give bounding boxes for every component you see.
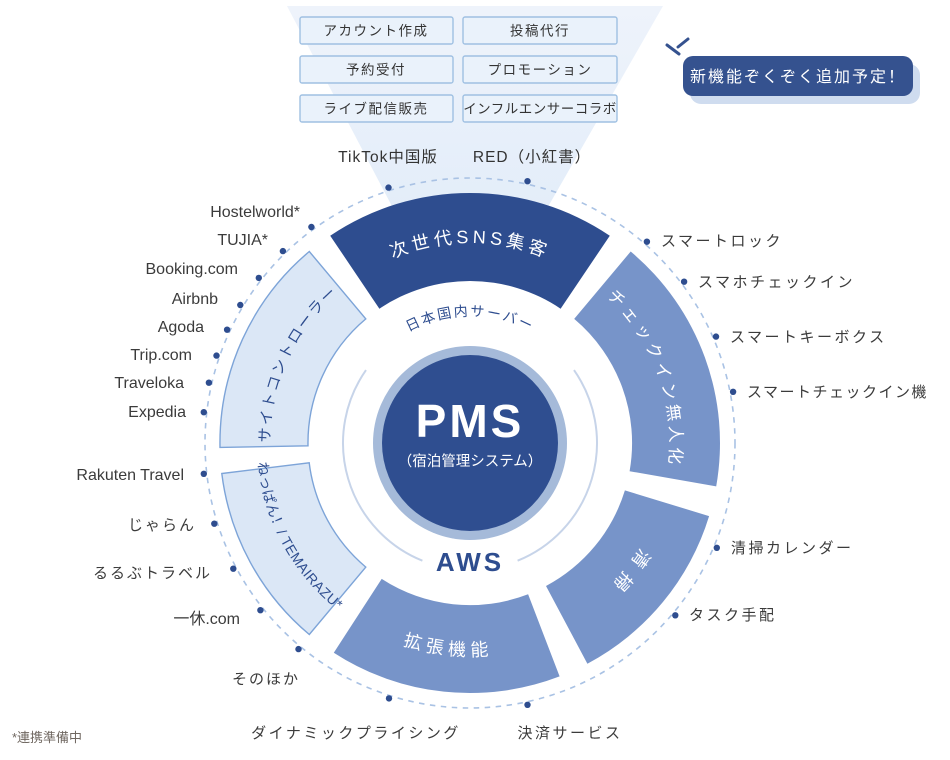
connector-dot (295, 645, 302, 653)
ota-label: 一休.com (173, 610, 240, 628)
segment-extensions (333, 578, 560, 694)
feature-label: スマホチェックイン (698, 274, 855, 291)
feature-label: スマートロック (661, 233, 783, 250)
badge-background (683, 56, 913, 96)
connector-dot (230, 565, 237, 572)
connector-dot (729, 388, 737, 395)
menu-box (462, 16, 618, 45)
feature-label: ダイナミックプライシング (251, 725, 461, 742)
server-ring-left-arc (342, 369, 423, 562)
connector-dots (200, 178, 737, 708)
segment-checkin (574, 251, 720, 487)
connector-dot (712, 333, 720, 340)
connector-dot (213, 352, 220, 359)
segment-cleaning (546, 490, 710, 664)
ota-label: Booking.com (146, 261, 239, 278)
ota-label: Airbnb (172, 291, 218, 308)
ota-label: Trip.com (130, 347, 192, 364)
segment-ring: 次世代SNS集客 チェックイン無人化 清掃 拡張機能 ねっぱん！/ TEMAIR… (219, 192, 720, 694)
segment-neppan (221, 462, 367, 636)
feature-labels-cleaning: 清掃カレンダー タスク手配 (689, 539, 854, 624)
ota-label: Hostelworld* (210, 204, 300, 221)
connector-dot (524, 178, 531, 185)
menu-item-account: アカウント作成 (324, 24, 429, 39)
connector-dot (205, 379, 213, 386)
segment-site-controller (219, 250, 367, 449)
menu-box (299, 55, 454, 84)
connector-dot (308, 223, 315, 231)
connector-dot (255, 274, 262, 282)
ota-labels-neppan: Rakuten Travel じゃらん るるぶトラベル 一休.com そのほか (76, 467, 300, 688)
menu-box (299, 94, 454, 123)
connector-dot (680, 278, 688, 285)
ota-labels-site-controller: Hostelworld* TUJIA* Booking.com Airbnb A… (114, 204, 300, 421)
badge-label: 新機能ぞくぞく追加予定！ (690, 68, 906, 86)
ota-label: そのほか (232, 671, 300, 688)
ota-label: Rakuten Travel (76, 467, 184, 484)
connector-dot (200, 470, 207, 477)
ota-label: Agoda (158, 319, 204, 336)
feature-labels-extensions: ダイナミックプライシング 決済サービス (251, 725, 622, 742)
menu-item-promotion: プロモーション (488, 63, 593, 78)
server-ring-right-arc (517, 369, 598, 562)
ota-label: TUJIA* (217, 232, 268, 249)
connector-dot (385, 695, 393, 702)
menu-box (462, 94, 618, 123)
connector-dot (211, 520, 218, 527)
spark-icon (665, 37, 690, 56)
dashed-circle (204, 177, 736, 709)
menu-item-posting: 投稿代行 (510, 24, 570, 39)
segment-sns (330, 192, 610, 309)
ota-label: じゃらん (128, 517, 196, 534)
menu-box (462, 55, 618, 84)
feature-label: 清掃カレンダー (731, 539, 854, 557)
feature-label: スマートチェックイン機 (747, 384, 928, 401)
connector-dot (200, 409, 207, 416)
connector-dot (257, 607, 264, 614)
feature-label: タスク手配 (689, 607, 777, 624)
ota-label: Expedia (128, 404, 186, 421)
menu-item-influencer: インフルエンサーコラボ (463, 102, 617, 117)
connector-dot (237, 301, 244, 309)
connector-dot (713, 544, 720, 551)
feature-label: スマートキーボクス (730, 329, 887, 346)
server-domestic-label: 日本国内サーバー (403, 303, 537, 334)
footnote: *連携準備中 (12, 730, 82, 745)
connector-dot (643, 238, 651, 245)
new-features-badge: 新機能ぞくぞく追加予定！ (665, 37, 920, 104)
feature-label: 決済サービス (517, 725, 622, 742)
ota-label: るるぶトラベル (93, 565, 212, 582)
pms-circle (382, 355, 558, 531)
pms-center: PMS （宿泊管理システム） (373, 346, 567, 540)
connector-dot (385, 184, 392, 191)
menu-item-live-commerce: ライブ配信販売 (324, 101, 429, 117)
platform-tiktok-cn: TikTok中国版 (338, 148, 438, 166)
pms-title: PMS (416, 395, 525, 447)
connector-dot (672, 612, 679, 619)
pms-subtitle: （宿泊管理システム） (398, 453, 543, 470)
connector-dot (279, 247, 287, 255)
feature-labels-checkin: スマートロック スマホチェックイン スマートキーボクス スマートチェックイン機 (661, 233, 928, 401)
platform-red: RED（小紅書） (473, 148, 591, 166)
ota-label: Traveloka (114, 375, 184, 392)
menu-item-reservation: 予約受付 (346, 63, 406, 78)
connector-dot (223, 326, 231, 333)
server-aws-label: AWS (436, 547, 504, 577)
sns-menu: アカウント作成 投稿代行 予約受付 プロモーション ライブ配信販売 インフルエン… (299, 16, 618, 123)
connector-dot (524, 701, 531, 708)
menu-box (299, 16, 454, 45)
